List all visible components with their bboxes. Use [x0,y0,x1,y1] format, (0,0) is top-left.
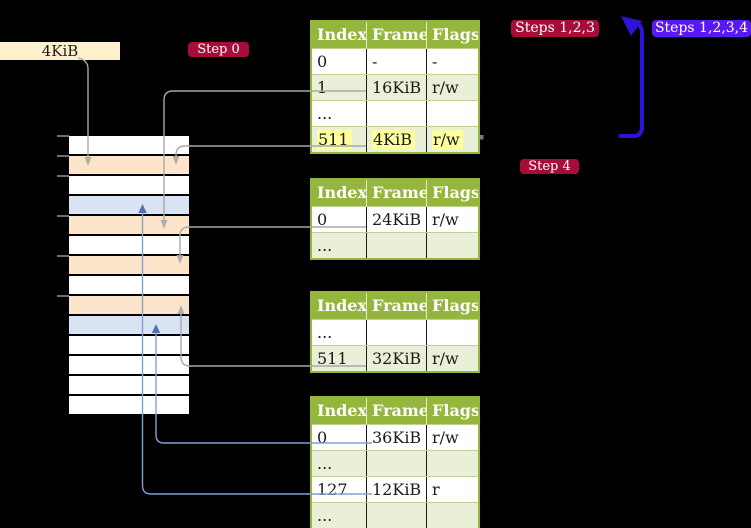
table-cell: ... [317,236,333,255]
arrow-head-up-left-icon [621,16,642,36]
table-cell: 0 [317,52,328,71]
memory-tick [57,215,69,217]
steps-1-2-3-4-badge: Steps 1,2,3,4 [652,20,751,37]
table-cell: 0 [317,210,328,229]
table-row: ... [312,319,478,345]
loop-arrow [619,21,644,138]
table-cell: 511 [312,127,366,152]
stub-mark [480,135,484,140]
memory-tick [57,155,69,157]
column-header-index: Index [317,183,366,202]
column-header-flags: Flags [426,22,478,48]
table-row: 0 -- [312,48,478,74]
memory-tick [57,255,69,257]
memory-tick [57,135,69,137]
table-row: ... [312,502,478,528]
table-cell [366,233,426,258]
memory-row-8 [69,276,189,296]
table-cell: r/w [426,127,478,152]
memory-row-4 [69,196,189,216]
table-cell: 12KiB [366,477,426,502]
table-cell: ... [317,454,333,473]
table-row: ... [312,450,478,476]
table-cell: r/w [426,425,478,450]
memory-row-3 [69,176,189,196]
memory-row-6 [69,236,189,256]
table-cell [426,101,478,126]
column-header-index: Index [317,25,366,44]
table-cell: ... [317,104,333,123]
table-cell: - [366,49,426,74]
column-header-flags: Flags [426,180,478,206]
table-cell: 24KiB [366,207,426,232]
table-row: ... [312,100,478,126]
memory-row-12 [69,356,189,376]
memory-row-2 [69,156,189,176]
memory-tick [57,175,69,177]
memory-row-10 [69,316,189,336]
table-cell: 16KiB [366,75,426,100]
physical-memory-column [69,136,189,414]
table-cell [366,451,426,476]
table-cell: ... [317,506,333,525]
table-cell: r/w [426,75,478,100]
table-cell: 511 [317,349,348,368]
table-cell: 32KiB [366,346,426,371]
table-cell: 127 [317,480,348,499]
column-header-frame: Frame [366,398,426,424]
steps-1-2-3-badge: Steps 1,2,3 [511,20,599,37]
table-cell [366,320,426,345]
table-cell [426,233,478,258]
column-header-frame: Frame [366,180,426,206]
table-row: ... [312,232,478,258]
memory-row-1 [69,136,189,156]
step-4-badge: Step 4 [520,159,579,174]
table-cell [366,503,426,528]
column-header-index: Index [317,401,366,420]
page-size-label: 4KiB [0,42,120,60]
table-cell [366,101,426,126]
table-cell: - [426,49,478,74]
memory-row-14 [69,396,189,414]
column-header-index: Index [317,296,366,315]
table-cell [426,503,478,528]
table-cell [426,451,478,476]
memory-row-13 [69,376,189,396]
table-cell: r [426,477,478,502]
table-cell: 1 [317,78,328,97]
column-header-frame: Frame [366,293,426,319]
memory-row-7 [69,256,189,276]
step-0-badge: Step 0 [188,42,249,57]
table-cell: r/w [426,207,478,232]
column-header-flags: Flags [426,293,478,319]
memory-tick [57,295,69,297]
table-cell: 4KiB [366,127,426,152]
memory-row-9 [69,296,189,316]
column-header-frame: Frame [366,22,426,48]
table-cell: ... [317,323,333,342]
memory-row-11 [69,336,189,356]
table-cell: 0 [317,428,328,447]
memory-row-5 [69,216,189,236]
column-header-flags: Flags [426,398,478,424]
table-cell [426,320,478,345]
table-cell: r/w [426,346,478,371]
table-cell: 36KiB [366,425,426,450]
